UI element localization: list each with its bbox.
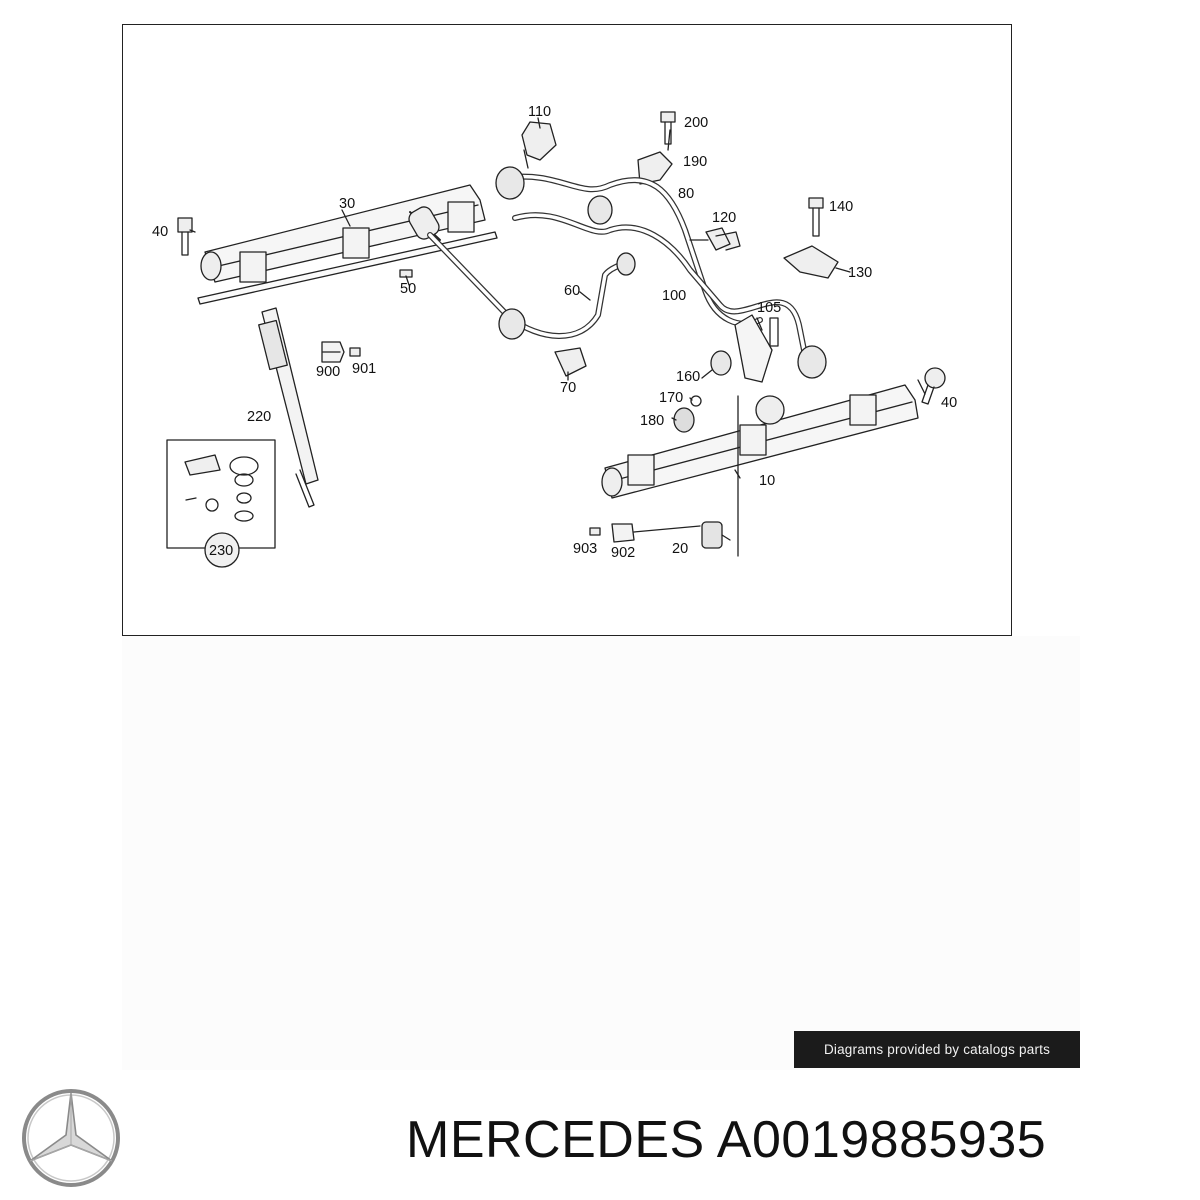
label-903: 903 <box>573 541 597 557</box>
clip-130 <box>783 245 839 279</box>
pin-903 <box>589 527 601 536</box>
label-40-left: 40 <box>152 224 168 240</box>
part-title: MERCEDES A0019885935 <box>406 1108 1046 1172</box>
label-190: 190 <box>683 154 707 170</box>
pin-901 <box>349 347 361 357</box>
label-200: 200 <box>684 115 708 131</box>
label-160: 160 <box>676 369 700 385</box>
label-180: 180 <box>640 413 664 429</box>
injector-220 <box>258 307 319 508</box>
connector-902 <box>611 523 635 543</box>
bolt-140 <box>808 197 824 237</box>
label-60: 60 <box>564 283 580 299</box>
fuel-rail-left <box>197 184 498 305</box>
clip-70 <box>554 347 587 377</box>
label-10: 10 <box>759 473 775 489</box>
fuel-rail-parts-diagram: 110 200 190 30 80 40 140 120 130 50 60 1… <box>152 104 957 568</box>
kit-230-callout <box>204 532 240 568</box>
washer-170 <box>690 395 702 407</box>
bolt-40-right <box>921 367 946 405</box>
label-120: 120 <box>712 210 736 226</box>
label-901: 901 <box>352 361 376 377</box>
label-105: 105 <box>757 300 781 316</box>
part-number: A0019885935 <box>716 1111 1047 1169</box>
bracket-105 <box>734 314 779 383</box>
mercedes-star-icon <box>22 1089 120 1187</box>
label-50: 50 <box>400 281 416 297</box>
label-40-right: 40 <box>941 395 957 411</box>
empty-area <box>122 636 1080 1070</box>
brand-name: MERCEDES <box>406 1111 705 1169</box>
label-70: 70 <box>560 380 576 396</box>
fuel-rail-right <box>601 384 919 557</box>
fuel-line-80 <box>502 173 763 327</box>
label-170: 170 <box>659 390 683 406</box>
label-140: 140 <box>829 199 853 215</box>
bolt-200 <box>660 111 676 145</box>
callout-labels: 110 200 190 30 80 40 140 120 130 50 60 1… <box>152 104 957 561</box>
nut-160 <box>710 350 732 376</box>
label-230: 230 <box>209 543 233 559</box>
label-902: 902 <box>611 545 635 561</box>
label-900: 900 <box>316 364 340 380</box>
label-130: 130 <box>848 265 872 281</box>
label-20: 20 <box>672 541 688 557</box>
seal-180 <box>673 407 695 433</box>
bracket-110 <box>521 121 557 169</box>
label-100: 100 <box>662 288 686 304</box>
label-220: 220 <box>247 409 271 425</box>
pressure-sensor-20 <box>701 521 731 549</box>
label-30: 30 <box>339 196 355 212</box>
label-80: 80 <box>678 186 694 202</box>
clip-120 <box>705 227 741 251</box>
kit-230-box <box>166 439 276 549</box>
bolt-40-left <box>177 217 193 256</box>
label-110: 110 <box>528 104 551 120</box>
diagram-credit-banner: Diagrams provided by catalogs parts <box>794 1031 1080 1068</box>
